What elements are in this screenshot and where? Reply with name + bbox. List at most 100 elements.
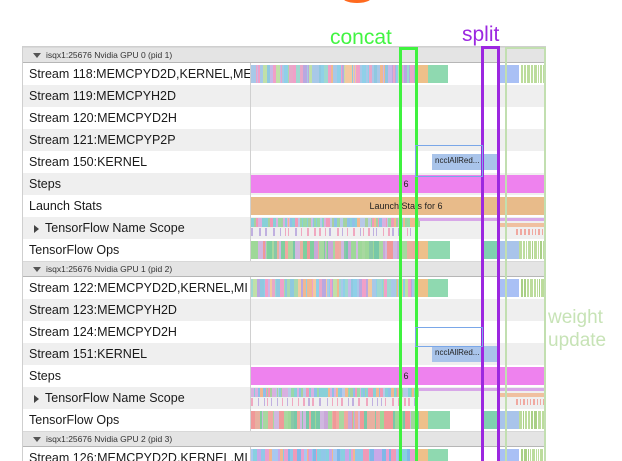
timeline-event-bar[interactable] <box>403 65 404 83</box>
timeline-event-bar[interactable] <box>281 218 283 227</box>
timeline-event-bar[interactable] <box>330 279 332 297</box>
timeline-event-bar[interactable] <box>407 228 408 236</box>
timeline-event-bar[interactable] <box>521 279 523 297</box>
timeline-event-bar[interactable] <box>530 279 533 297</box>
timeline-event-bar[interactable] <box>355 449 357 461</box>
timeline-event-bar[interactable] <box>303 398 305 406</box>
timeline-event-bar[interactable] <box>532 449 535 461</box>
timeline-row-label[interactable]: Stream 119:MEMCPYH2D <box>23 85 251 107</box>
timeline-event-bar[interactable] <box>525 411 527 429</box>
timeline-event-bar[interactable] <box>388 411 393 429</box>
timeline-event-bar[interactable] <box>357 388 360 397</box>
timeline-row-label[interactable]: Stream 150:KERNEL <box>23 151 251 173</box>
timeline-event-bar[interactable] <box>306 279 307 297</box>
timeline-event-bar[interactable] <box>279 241 281 259</box>
timeline-event-bar[interactable] <box>265 241 266 259</box>
timeline-event-bar[interactable] <box>293 241 295 259</box>
timeline-event-bar[interactable] <box>324 218 326 227</box>
timeline-row-label[interactable]: Stream 126:MEMCPYD2D,KERNEL,MI <box>23 447 251 461</box>
timeline-event-bar[interactable] <box>285 241 288 259</box>
timeline-event-bar[interactable] <box>288 228 289 236</box>
timeline-event-bar[interactable] <box>297 411 300 429</box>
timeline-event-bar[interactable] <box>524 449 527 461</box>
timeline-event-bar[interactable] <box>337 228 339 236</box>
timeline-event-bar[interactable] <box>251 398 253 406</box>
timeline-event-bar[interactable] <box>323 218 324 227</box>
timeline-event-bar[interactable] <box>346 241 348 259</box>
timeline-event-bar[interactable] <box>288 241 292 259</box>
timeline-event-bar[interactable] <box>403 411 405 429</box>
timeline-event-bar[interactable] <box>319 388 320 397</box>
timeline-event-bar[interactable] <box>352 398 354 406</box>
timeline-event-bar[interactable] <box>284 411 288 429</box>
timeline-event-bar[interactable] <box>385 241 387 259</box>
timeline-event-bar[interactable] <box>273 65 276 83</box>
timeline-event-bar[interactable] <box>294 411 297 429</box>
timeline-event-bar[interactable] <box>406 218 407 227</box>
timeline-event-bar[interactable] <box>285 388 287 397</box>
timeline-event-bar[interactable] <box>383 388 385 397</box>
timeline-event-bar[interactable] <box>251 388 254 397</box>
timeline-event-bar[interactable] <box>317 218 318 227</box>
timeline-event-bar[interactable] <box>528 411 530 429</box>
timeline-event-bar[interactable] <box>267 388 268 397</box>
timeline-event-bar[interactable] <box>280 279 284 297</box>
timeline-row-label[interactable]: Stream 118:MEMCPYD2D,KERNEL,ME <box>23 63 251 85</box>
timeline-event-bar[interactable] <box>268 279 270 297</box>
timeline-event-bar[interactable] <box>313 279 316 297</box>
timeline-row[interactable]: Stream 122:MEMCPYD2D,KERNEL,MI <box>23 277 545 299</box>
timeline-event-bar[interactable] <box>332 398 333 406</box>
timeline-event-bar[interactable] <box>409 65 410 83</box>
timeline-event-bar[interactable] <box>333 279 337 297</box>
timeline-row-label[interactable]: TensorFlow Name Scope <box>23 387 251 409</box>
timeline-event-bar[interactable] <box>342 228 343 236</box>
timeline-event-bar[interactable] <box>357 449 359 461</box>
timeline-event-bar[interactable] <box>410 65 414 83</box>
timeline-event-bar[interactable] <box>304 449 307 461</box>
timeline-event-bar[interactable] <box>339 411 344 429</box>
group-header[interactable]: isqx1:25676 Nvidia GPU 0 (pid 1) <box>23 47 545 63</box>
timeline-event-bar[interactable] <box>263 388 266 397</box>
timeline-event-bar[interactable] <box>389 449 391 461</box>
timeline-event-bar[interactable] <box>263 411 268 429</box>
timeline-event-bar[interactable] <box>500 241 519 259</box>
timeline-event-bar[interactable] <box>411 388 412 397</box>
timeline-event-bar[interactable] <box>361 388 363 397</box>
timeline-event-bar[interactable] <box>288 65 289 83</box>
timeline-event-bar[interactable] <box>260 411 262 429</box>
timeline-event-bar[interactable] <box>407 449 410 461</box>
timeline-event-bar[interactable] <box>283 449 284 461</box>
timeline-event-bar[interactable] <box>298 279 301 297</box>
timeline-event-bar[interactable] <box>317 449 321 461</box>
timeline-event-bar[interactable] <box>255 411 260 429</box>
timeline-event-bar[interactable] <box>396 218 398 227</box>
timeline-event-bar[interactable] <box>383 241 385 259</box>
group-header[interactable]: isqx1:25676 Nvidia GPU 1 (pid 2) <box>23 261 545 277</box>
timeline-event-bar[interactable] <box>369 65 372 83</box>
timeline-event-bar[interactable] <box>312 279 313 297</box>
timeline-event-bar[interactable] <box>362 279 366 297</box>
timeline-event-bar[interactable] <box>530 399 531 405</box>
timeline-event-bar[interactable] <box>363 388 365 397</box>
timeline-event-bar[interactable] <box>279 388 281 397</box>
timeline-event-bar[interactable] <box>266 388 267 397</box>
timeline-track[interactable] <box>251 217 545 239</box>
timeline-event-bar[interactable] <box>251 449 253 461</box>
timeline-event-bar[interactable] <box>267 241 272 259</box>
timeline-row[interactable]: Stream 120:MEMCPYD2H <box>23 107 545 129</box>
timeline-event-bar[interactable] <box>251 279 253 297</box>
timeline-event-bar[interactable] <box>368 228 370 236</box>
timeline-event-bar[interactable] <box>347 411 348 429</box>
timeline-event-bar[interactable] <box>335 241 339 259</box>
timeline-event-bar[interactable] <box>414 398 416 406</box>
timeline-event-bar[interactable] <box>403 279 405 297</box>
timeline-event-bar[interactable] <box>312 398 314 406</box>
timeline-event-bar[interactable] <box>358 241 362 259</box>
timeline-event-bar[interactable] <box>398 398 399 406</box>
timeline-event-bar[interactable] <box>353 279 357 297</box>
timeline-event-bar[interactable] <box>410 228 411 236</box>
timeline-event-bar[interactable] <box>267 65 269 83</box>
timeline-event-bar[interactable] <box>354 65 355 83</box>
timeline-event-bar[interactable] <box>325 228 326 236</box>
